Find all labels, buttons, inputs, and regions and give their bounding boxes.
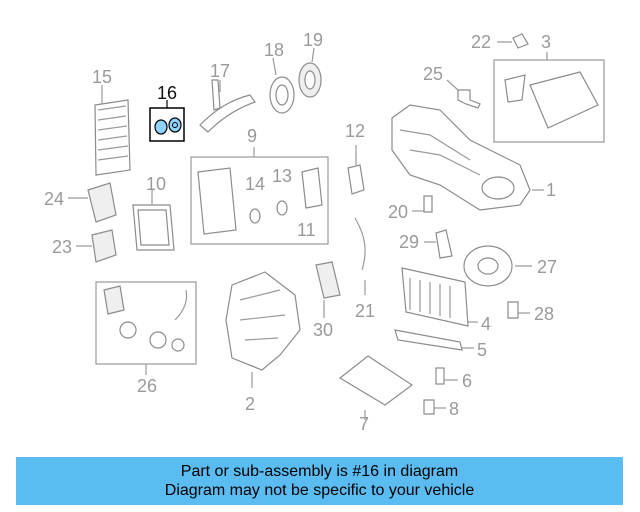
part-9-group bbox=[190, 147, 329, 245]
part-3-group bbox=[493, 52, 605, 143]
part-15-cabin-filter bbox=[94, 85, 131, 176]
callout-4: 4 bbox=[481, 314, 491, 334]
callout-14: 14 bbox=[245, 174, 265, 194]
callout-2: 2 bbox=[245, 394, 255, 414]
part-20-bolt bbox=[412, 195, 433, 213]
part-6-bolt bbox=[435, 367, 458, 385]
part-8-clip bbox=[423, 399, 446, 415]
part-22-clip bbox=[497, 33, 529, 49]
part-25-bolt bbox=[446, 79, 481, 109]
callout-8: 8 bbox=[449, 399, 459, 419]
info-banner: Part or sub-assembly is #16 in diagram D… bbox=[16, 457, 623, 505]
callout-25: 25 bbox=[423, 64, 443, 84]
callout-12: 12 bbox=[345, 121, 365, 141]
part-19-gasket bbox=[298, 47, 322, 98]
part-26-group bbox=[95, 281, 197, 375]
callout-30: 30 bbox=[313, 320, 333, 340]
callout-28: 28 bbox=[534, 304, 554, 324]
parts-diagram: 15 16 17 18 19 22 3 bbox=[44, 30, 605, 434]
callout-5: 5 bbox=[477, 340, 487, 360]
callout-6: 6 bbox=[462, 371, 472, 391]
callout-29: 29 bbox=[399, 232, 419, 252]
callout-26: 26 bbox=[137, 376, 157, 396]
callout-17: 17 bbox=[210, 61, 230, 81]
part-29-bracket bbox=[424, 229, 453, 259]
part-23-motor bbox=[76, 229, 117, 263]
part-10-filter bbox=[132, 190, 175, 251]
part-17-pipe bbox=[199, 79, 256, 133]
callout-22: 22 bbox=[471, 32, 491, 52]
callout-13: 13 bbox=[272, 166, 292, 186]
part-30-actuator bbox=[315, 261, 341, 318]
callout-27: 27 bbox=[537, 257, 557, 277]
part-24-actuator bbox=[68, 182, 117, 223]
callout-15: 15 bbox=[92, 67, 112, 87]
callout-24: 24 bbox=[44, 189, 64, 209]
callout-11: 11 bbox=[297, 220, 316, 240]
part-5-bracket bbox=[394, 329, 474, 351]
callout-16: 16 bbox=[157, 83, 177, 103]
callout-18: 18 bbox=[264, 40, 284, 60]
callout-19: 19 bbox=[303, 30, 323, 50]
part-18-gasket bbox=[269, 57, 295, 114]
callout-23: 23 bbox=[52, 237, 72, 257]
part-1-heater-unit bbox=[391, 104, 544, 211]
callout-1: 1 bbox=[546, 180, 556, 200]
callout-3: 3 bbox=[541, 32, 551, 52]
part-12-sensor bbox=[347, 145, 365, 195]
callout-21: 21 bbox=[355, 301, 375, 321]
part-27-blower bbox=[463, 245, 532, 287]
part-16-highlight-box bbox=[149, 100, 185, 142]
part-21-hose bbox=[354, 217, 366, 295]
callout-20: 20 bbox=[388, 202, 408, 222]
part-2-case bbox=[225, 271, 301, 388]
banner-line-2: Diagram may not be specific to your vehi… bbox=[164, 482, 475, 499]
callout-9: 9 bbox=[247, 126, 257, 146]
callout-7: 7 bbox=[359, 414, 369, 434]
part-4-evaporator bbox=[401, 267, 478, 327]
part-7-tray bbox=[338, 355, 414, 420]
banner-line-1: Part or sub-assembly is #16 in diagram bbox=[180, 463, 459, 480]
callout-10: 10 bbox=[146, 174, 166, 194]
part-28-screw bbox=[507, 301, 530, 319]
